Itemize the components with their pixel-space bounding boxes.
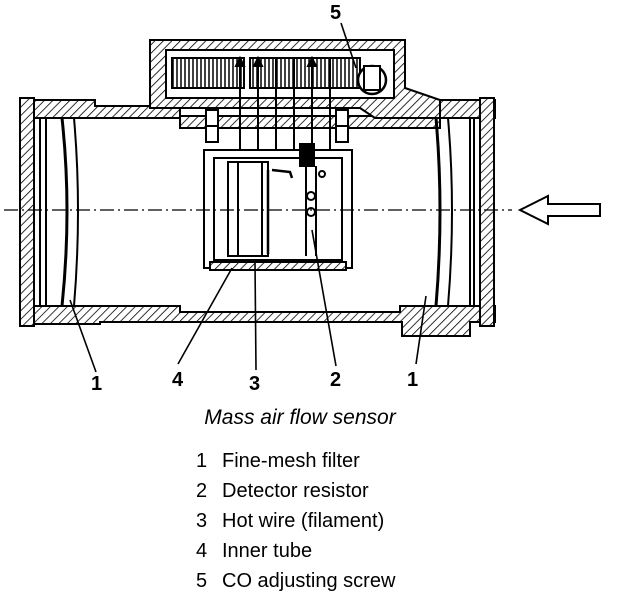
- legend: 1 Fine-mesh filter 2 Detector resistor 3 Ho…: [196, 446, 395, 596]
- figure-caption: Mass air flow sensor: [204, 406, 396, 429]
- legend-item: 5 CO adjusting screw: [196, 566, 395, 596]
- callout-1-right: 1: [407, 369, 419, 391]
- legend-item: 4 Inner tube: [196, 536, 395, 566]
- right-outlet-ring: [434, 117, 475, 307]
- callout-5: 5: [330, 2, 342, 24]
- callout-2: 2: [330, 369, 342, 391]
- legend-number: 4: [196, 539, 208, 562]
- hot-wire: [266, 168, 294, 254]
- legend-number: 2: [196, 479, 208, 502]
- callout-4: 4: [172, 369, 184, 391]
- legend-label: Fine-mesh filter: [222, 449, 360, 472]
- legend-label: Inner tube: [222, 539, 313, 562]
- legend-item: 3 Hot wire (filament): [196, 506, 395, 536]
- left-inlet-ring: [39, 117, 79, 307]
- detector-resistor: [299, 143, 326, 256]
- callout-3: 3: [249, 373, 261, 395]
- airflow-arrow-icon: [517, 194, 601, 226]
- legend-item: 2 Detector resistor: [196, 476, 395, 506]
- legend-label: Detector resistor: [222, 479, 369, 502]
- legend-item: 1 Fine-mesh filter: [196, 446, 395, 476]
- sensor-cross-section-drawing: [4, 22, 601, 373]
- mount-screws: [205, 109, 349, 143]
- legend-number: 1: [196, 449, 208, 472]
- legend-label: Hot wire (filament): [222, 509, 385, 532]
- callout-leaders: [69, 22, 427, 373]
- callout-1-left: 1: [91, 373, 103, 395]
- legend-label: CO adjusting screw: [222, 569, 396, 592]
- legend-number: 3: [196, 509, 208, 532]
- housing: [19, 97, 496, 337]
- legend-number: 5: [196, 569, 208, 592]
- connector-pins: [234, 55, 331, 150]
